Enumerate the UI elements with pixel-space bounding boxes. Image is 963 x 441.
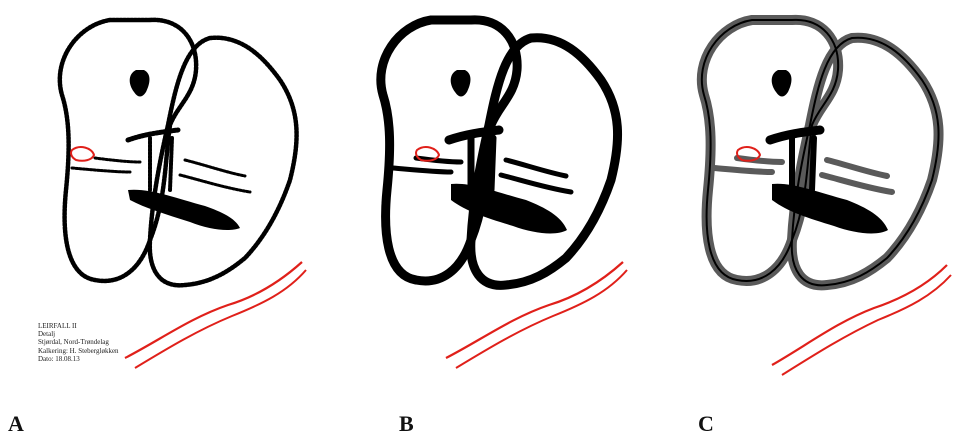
dotted-band-a <box>128 190 240 230</box>
bridge-right-line <box>491 138 493 190</box>
panel-c-drawing <box>642 0 963 441</box>
red-mark-a <box>71 147 94 161</box>
panel-a: LEIRFALL II Detalj Stjørdal, Nord-Trønde… <box>0 0 321 441</box>
groove-line-1 <box>95 158 140 162</box>
groove-line-3 <box>185 160 245 176</box>
heel-blob-a <box>130 70 150 97</box>
bridge-right-line <box>812 138 814 190</box>
left-sole-band <box>702 20 838 281</box>
panel-b-drawing <box>321 0 642 441</box>
groove-line-3 <box>506 160 566 176</box>
groove-line-4 <box>501 175 571 192</box>
groove-line-2 <box>393 168 451 172</box>
caption-site: LEIRFALL II <box>38 322 119 330</box>
caption-tracing: Kalkering: H. Stebergløkken <box>38 347 119 355</box>
caption-detail: Detalj <box>38 330 119 338</box>
red-line-c-2 <box>782 275 951 375</box>
caption-date: Dato: 18.08.13 <box>38 355 119 363</box>
caption-location: Stjørdal, Nord-Trøndelag <box>38 338 119 346</box>
red-line-b-2 <box>456 270 627 368</box>
left-sole-outline <box>381 20 517 281</box>
groove-line-2 <box>72 168 130 172</box>
panel-b: B <box>321 0 642 441</box>
red-line-a-2 <box>135 270 306 368</box>
groove-line-4 <box>180 175 250 192</box>
panel-label-c: C <box>698 411 714 437</box>
heel-blob-b <box>451 70 471 97</box>
left-sole-outline <box>702 20 838 281</box>
panel-c: C <box>642 0 963 441</box>
groove-band-3 <box>827 160 887 176</box>
panel-label-a: A <box>8 411 24 437</box>
groove-band-2 <box>714 168 772 172</box>
heel-blob-c <box>772 70 792 97</box>
panel-label-b: B <box>399 411 414 437</box>
bridge-right-line <box>170 138 172 190</box>
site-caption: LEIRFALL II Detalj Stjørdal, Nord-Trønde… <box>38 322 119 363</box>
left-sole-outline <box>60 20 196 281</box>
panel-a-drawing <box>0 0 321 441</box>
